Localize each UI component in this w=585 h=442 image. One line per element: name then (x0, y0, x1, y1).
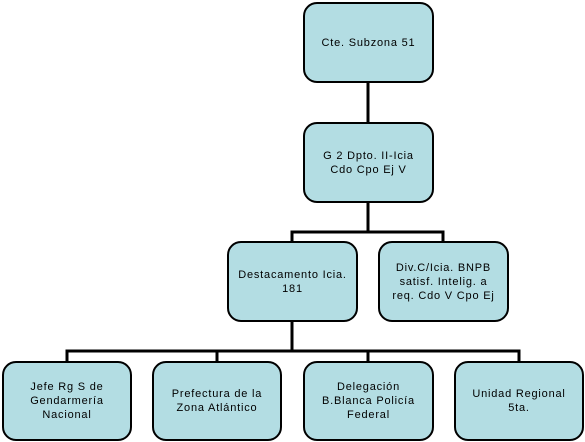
node-label: Div.C/Icia. BNPB satisf. Intelig. a req.… (392, 261, 495, 302)
node-g2-dpto: G 2 Dpto. II-Icia Cdo Cpo Ej V (303, 122, 434, 203)
node-prefectura: Prefectura de la Zona Atlántico (152, 361, 282, 441)
node-label: Unidad Regional 5ta. (472, 388, 566, 414)
node-division: Div.C/Icia. BNPB satisf. Intelig. a req.… (378, 241, 509, 322)
node-label: Destacamento Icia. 181 (238, 268, 347, 295)
node-delegacion: Delegación B.Blanca Policía Federal (303, 361, 434, 441)
node-destacamento: Destacamento Icia. 181 (227, 241, 358, 322)
node-jefe-gendarmeria: Jefe Rg S de Gendarmería Nacional (2, 361, 132, 441)
node-label: Delegación B.Blanca Policía Federal (322, 381, 415, 421)
node-label: Prefectura de la Zona Atlántico (171, 388, 263, 414)
node-label: Cte. Subzona 51 (321, 36, 416, 49)
node-label: Jefe Rg S de Gendarmería Nacional (30, 381, 104, 421)
node-cte-subzona: Cte. Subzona 51 (303, 2, 434, 83)
node-label: G 2 Dpto. II-Icia Cdo Cpo Ej V (323, 149, 414, 176)
node-unidad-regional: Unidad Regional 5ta. (454, 361, 584, 441)
